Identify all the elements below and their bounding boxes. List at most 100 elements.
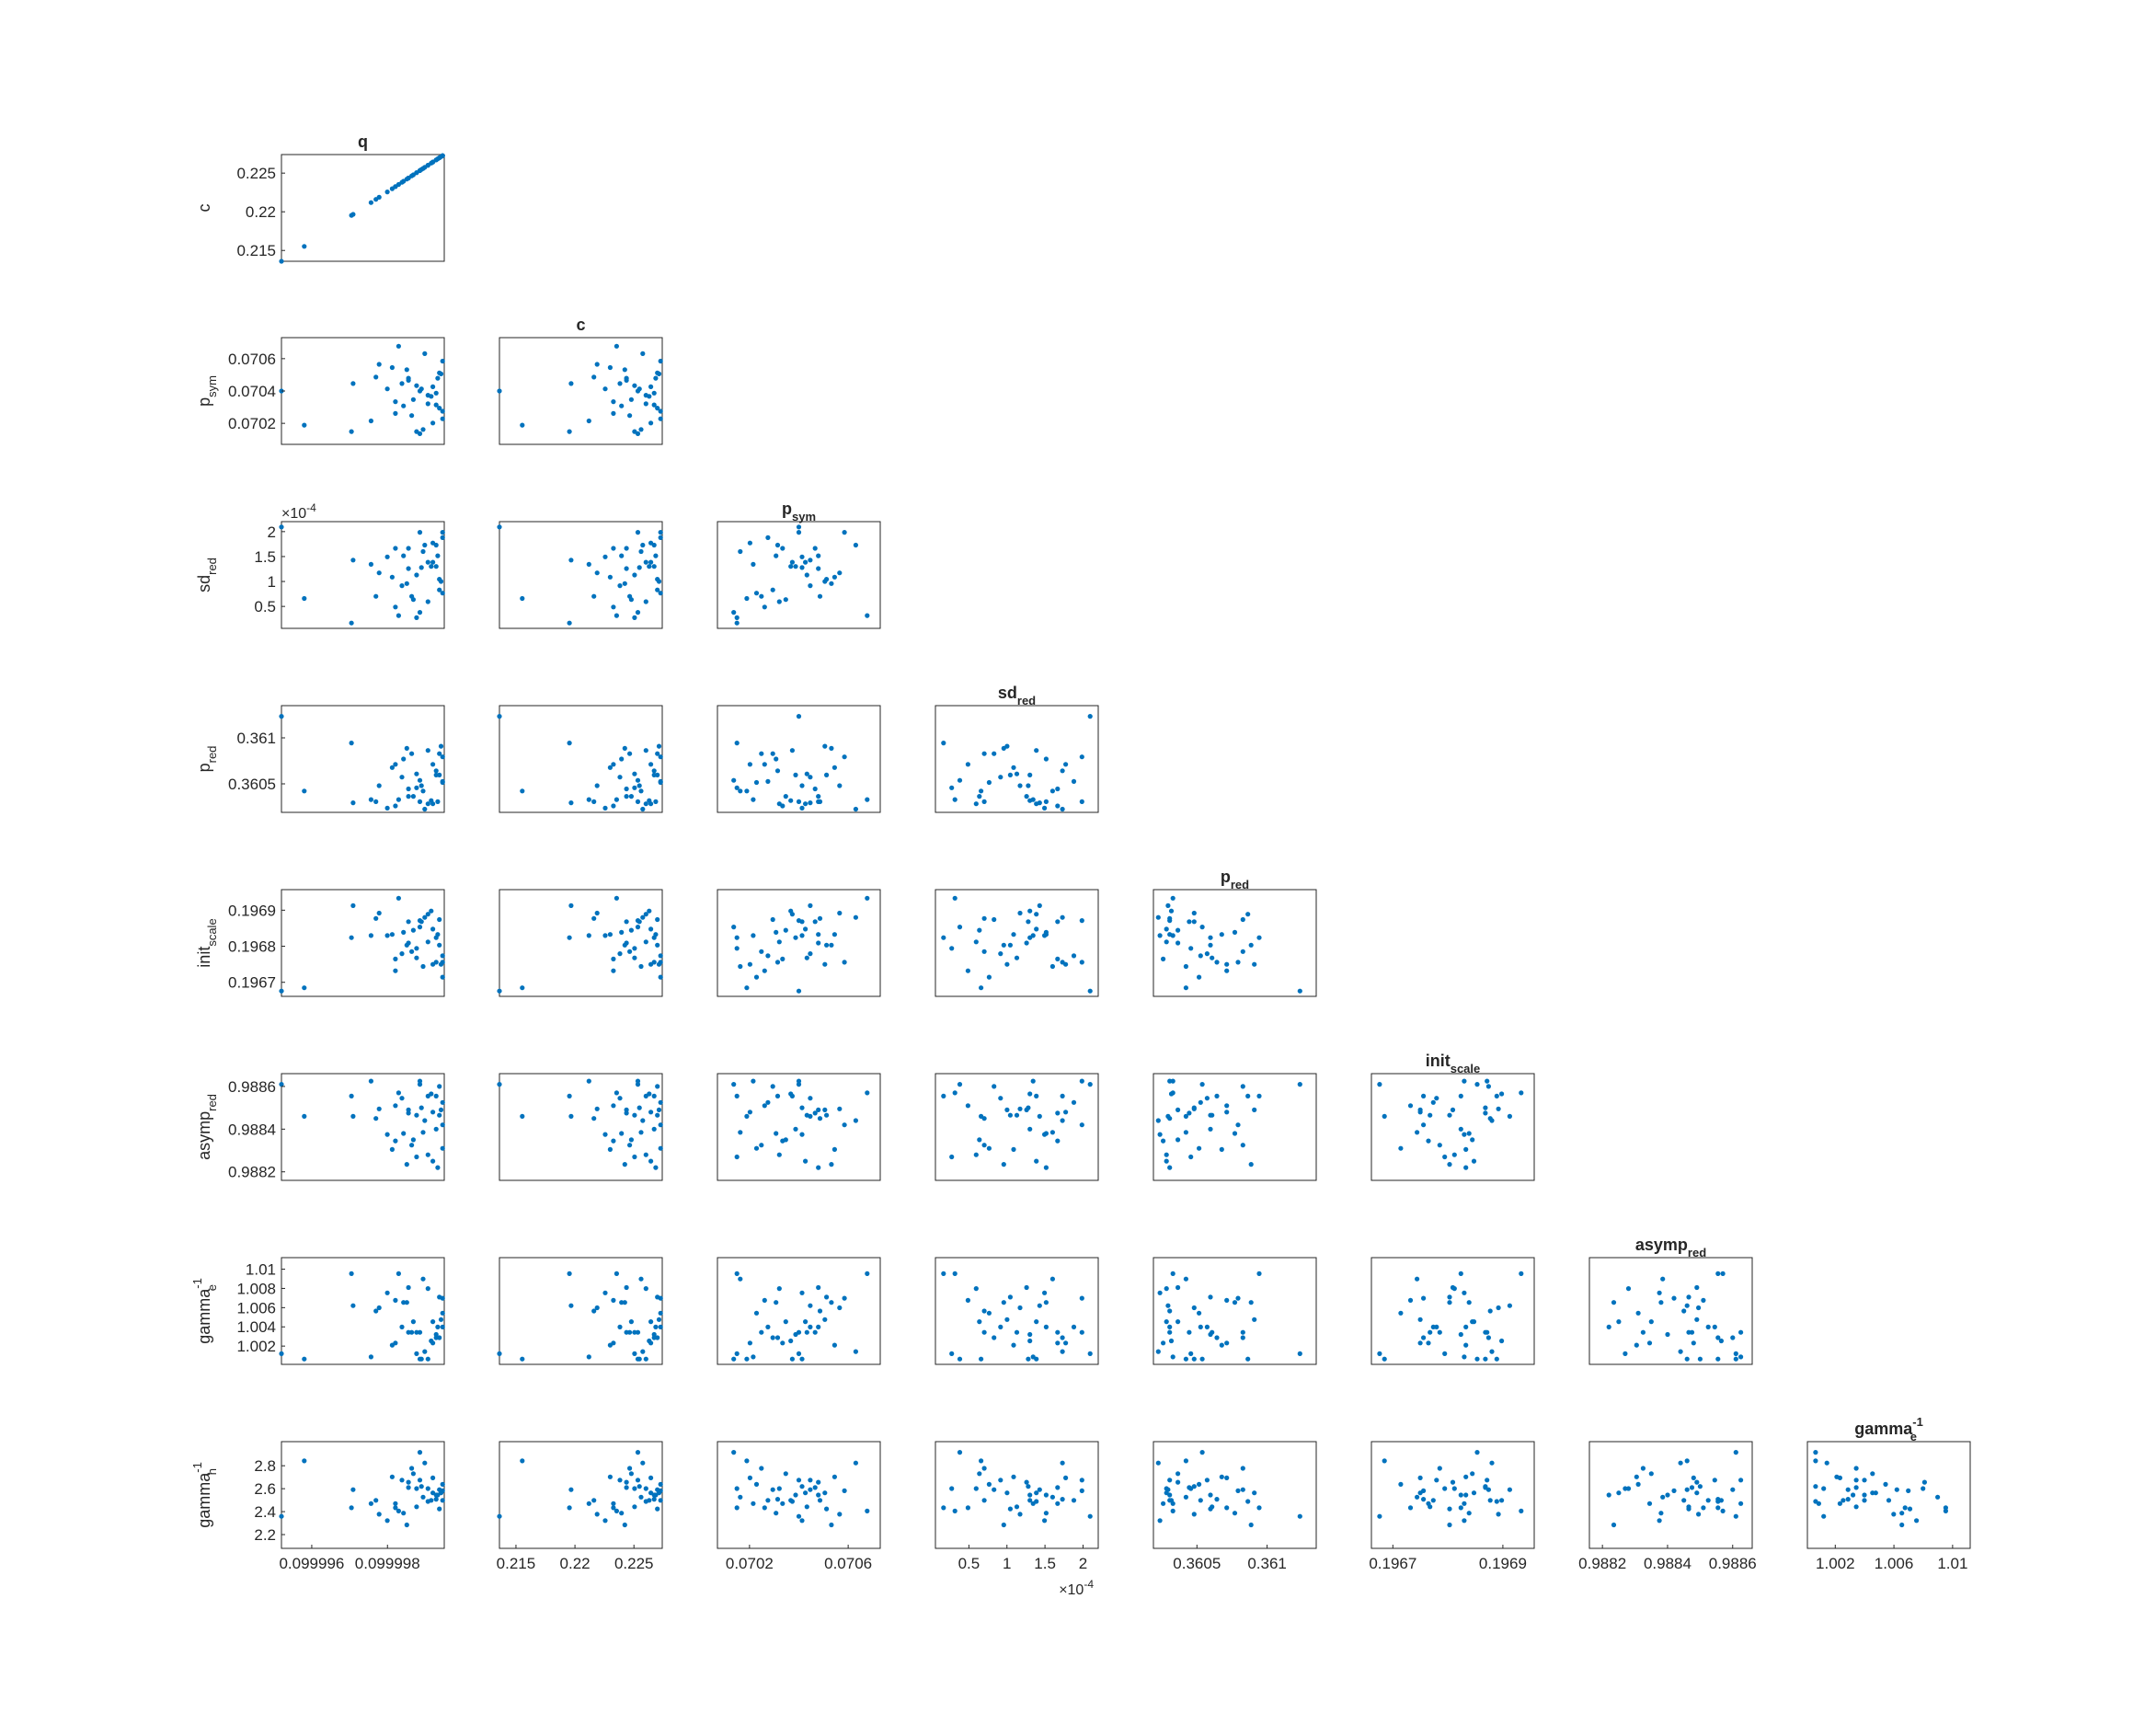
axes-box xyxy=(1153,1073,1317,1181)
data-point xyxy=(759,1143,764,1148)
data-point xyxy=(977,927,982,933)
data-point xyxy=(952,1508,958,1513)
data-point xyxy=(384,1290,390,1295)
data-point xyxy=(417,777,423,783)
y-axis-label-text: gamma-1e xyxy=(190,1278,219,1344)
axes-box xyxy=(281,705,445,813)
data-point xyxy=(1407,1505,1414,1511)
data-point xyxy=(824,942,830,948)
data-point xyxy=(842,1295,847,1301)
data-point xyxy=(1198,1324,1203,1329)
data-point xyxy=(979,985,984,991)
data-point xyxy=(399,381,405,386)
data-point xyxy=(822,1107,828,1112)
data-point xyxy=(568,800,574,806)
data-point xyxy=(1248,942,1254,948)
data-point xyxy=(656,1107,662,1112)
data-point xyxy=(941,741,946,746)
data-point xyxy=(389,765,395,770)
data-point xyxy=(1696,1305,1702,1311)
data-point xyxy=(1483,1329,1488,1335)
data-point xyxy=(762,762,767,767)
y-tick-label: 2.6 xyxy=(254,1480,276,1498)
data-point xyxy=(1720,1508,1726,1513)
data-point xyxy=(853,914,859,920)
y-tick-label: 1 xyxy=(268,573,276,591)
data-point xyxy=(1678,1349,1683,1354)
data-point xyxy=(425,1093,430,1098)
data-point xyxy=(440,1145,445,1151)
data-point xyxy=(804,771,809,776)
data-point xyxy=(751,1501,756,1506)
data-point xyxy=(1240,916,1245,923)
y-axis-label: gamma-1h xyxy=(190,1462,219,1528)
data-point xyxy=(1684,1487,1690,1492)
data-point xyxy=(433,402,439,408)
y-tick-label: 2.8 xyxy=(254,1457,276,1475)
data-point xyxy=(765,778,771,785)
data-point xyxy=(1470,1319,1475,1325)
data-point xyxy=(1507,1487,1512,1492)
data-point xyxy=(350,558,356,563)
data-point xyxy=(1430,1099,1436,1105)
data-point xyxy=(417,925,423,930)
data-point xyxy=(349,1093,354,1098)
data-point xyxy=(965,762,970,767)
data-point xyxy=(1462,1518,1467,1524)
data-point xyxy=(420,427,426,432)
data-point xyxy=(1483,1110,1488,1116)
data-point xyxy=(349,620,354,626)
data-point xyxy=(1191,1484,1197,1489)
data-point xyxy=(393,1501,398,1506)
data-point xyxy=(430,384,436,389)
data-point xyxy=(640,542,646,548)
data-point xyxy=(979,788,984,794)
data-point xyxy=(632,1486,637,1491)
data-point xyxy=(614,895,620,901)
axes-box xyxy=(1588,1441,1753,1549)
data-point xyxy=(617,583,623,589)
data-point xyxy=(1208,1506,1213,1512)
data-point xyxy=(1463,1165,1469,1170)
y-tick-label: 1.002 xyxy=(236,1338,276,1355)
data-point xyxy=(373,1308,379,1314)
data-point xyxy=(747,540,753,546)
data-point xyxy=(1678,1460,1683,1466)
data-point xyxy=(1079,918,1084,924)
data-point xyxy=(1377,1513,1382,1519)
data-point xyxy=(1168,908,1175,914)
data-point xyxy=(776,801,782,807)
data-point xyxy=(837,1305,843,1311)
data-point xyxy=(393,803,398,809)
data-point xyxy=(655,1506,660,1512)
data-point xyxy=(438,1490,444,1496)
data-point xyxy=(1027,1126,1033,1132)
data-point xyxy=(376,194,382,200)
data-point xyxy=(1037,1303,1042,1308)
data-point xyxy=(1625,1486,1632,1491)
data-point xyxy=(497,1351,502,1356)
data-point xyxy=(853,1118,859,1123)
data-point xyxy=(414,1504,419,1510)
data-point xyxy=(628,597,635,603)
axes-box xyxy=(717,889,881,997)
data-point xyxy=(799,1132,805,1137)
data-point xyxy=(1014,955,1020,960)
data-point xyxy=(617,951,623,957)
data-point xyxy=(622,1162,627,1167)
data-point xyxy=(1428,1112,1433,1118)
subplot-title: sdred xyxy=(998,684,1036,707)
data-point xyxy=(1063,1475,1069,1480)
data-point xyxy=(384,554,390,559)
y-tick-label: 1.004 xyxy=(236,1318,276,1336)
data-point xyxy=(406,377,411,383)
data-point xyxy=(1204,1478,1210,1483)
data-point xyxy=(373,1498,379,1503)
data-point xyxy=(1466,1511,1472,1516)
data-point xyxy=(1191,1512,1197,1517)
data-point xyxy=(658,974,663,980)
data-point xyxy=(437,751,442,756)
data-point xyxy=(350,1113,356,1119)
data-point xyxy=(1415,1276,1420,1282)
